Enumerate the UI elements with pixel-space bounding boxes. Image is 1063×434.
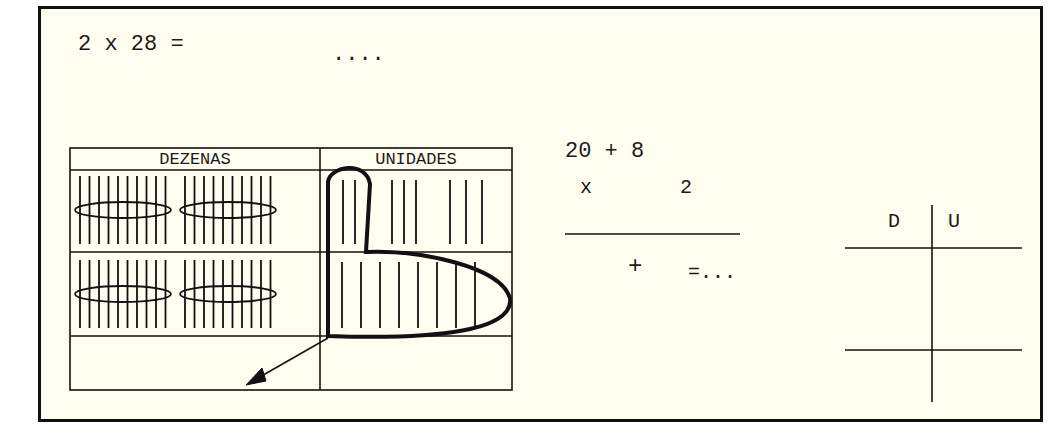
tally-mark xyxy=(127,176,129,244)
column-header: UNIDADES xyxy=(375,150,457,169)
tally-mark xyxy=(108,176,110,244)
tally-mark xyxy=(232,176,234,244)
tally-mark xyxy=(474,262,476,328)
regroup-arrow xyxy=(258,338,328,378)
tally-mark xyxy=(203,176,205,244)
tally-mark xyxy=(449,180,451,244)
tally-mark xyxy=(270,176,272,244)
tally-mark xyxy=(417,262,419,328)
ten-loop xyxy=(180,202,276,218)
equation-text: 2 x 28 = xyxy=(78,32,184,57)
tally-mark xyxy=(194,260,196,328)
tally-mark xyxy=(117,260,119,328)
tally-mark xyxy=(146,176,148,244)
tally-mark xyxy=(155,260,157,328)
tally-mark xyxy=(165,176,167,244)
label-holder: DEZENAS xyxy=(159,150,230,168)
ten-loop xyxy=(180,286,276,302)
arrow-head xyxy=(246,368,266,385)
label-holder: + xyxy=(628,255,642,279)
tally-mark xyxy=(165,260,167,328)
tally-mark xyxy=(98,260,100,328)
tally-mark xyxy=(184,176,186,244)
tally-mark xyxy=(89,176,91,244)
tally-mark xyxy=(89,260,91,328)
tally-mark xyxy=(341,262,343,328)
place-value-table xyxy=(70,148,512,390)
tally-mark xyxy=(127,260,129,328)
tally-mark xyxy=(117,176,119,244)
tally-mark xyxy=(403,180,405,244)
tally-mark xyxy=(232,260,234,328)
tally-mark xyxy=(241,176,243,244)
heart-loop xyxy=(328,168,510,337)
answer-dots: .... xyxy=(332,42,385,67)
column-letter: D xyxy=(888,210,900,233)
tally-mark xyxy=(342,180,344,244)
tally-mark xyxy=(222,176,224,244)
label-holder: x xyxy=(580,178,592,198)
label-holder: UNIDADES xyxy=(375,150,457,168)
tally-mark xyxy=(79,176,81,244)
label-holder: D xyxy=(888,212,900,232)
tally-mark xyxy=(136,260,138,328)
label-holder: U xyxy=(948,212,960,232)
column-header: DEZENAS xyxy=(159,150,230,169)
tally-mark xyxy=(398,262,400,328)
label-holder: 20 + 8 xyxy=(565,141,644,163)
addend-text: 20 + 8 xyxy=(565,139,644,164)
tally-mark xyxy=(241,260,243,328)
operator-text: + xyxy=(628,253,642,280)
tally-mark xyxy=(465,180,467,244)
tally-mark xyxy=(270,260,272,328)
tally-mark xyxy=(213,176,215,244)
column-letter: U xyxy=(948,210,960,233)
tally-mark xyxy=(415,180,417,244)
tally-mark xyxy=(260,176,262,244)
tally-mark xyxy=(379,262,381,328)
ten-loop xyxy=(75,286,171,302)
label-holder: .... xyxy=(332,44,385,66)
tally-mark xyxy=(391,180,393,244)
operator-text: x xyxy=(580,176,592,199)
result-dots: =... xyxy=(688,261,736,284)
tally-mark xyxy=(354,180,356,244)
tally-mark xyxy=(481,180,483,244)
label-holder: 2 xyxy=(680,178,692,198)
tally-mark xyxy=(251,260,253,328)
result-line xyxy=(565,233,740,235)
tally-mark xyxy=(251,176,253,244)
tally-marks xyxy=(75,176,482,328)
tally-mark xyxy=(146,260,148,328)
tally-mark xyxy=(194,176,196,244)
tally-mark xyxy=(155,176,157,244)
factor-text: 2 xyxy=(680,176,692,199)
tally-mark xyxy=(203,260,205,328)
tally-mark xyxy=(108,260,110,328)
tally-mark xyxy=(436,262,438,328)
tally-mark xyxy=(360,262,362,328)
tally-mark xyxy=(98,176,100,244)
du-chart xyxy=(845,205,1022,402)
tally-mark xyxy=(213,260,215,328)
tally-mark xyxy=(136,176,138,244)
tally-mark xyxy=(260,260,262,328)
ten-loop xyxy=(75,202,171,218)
tally-mark xyxy=(222,260,224,328)
label-holder: 2 x 28 = xyxy=(78,34,184,56)
tally-mark xyxy=(184,260,186,328)
label-holder: =... xyxy=(688,263,736,283)
tally-mark xyxy=(79,260,81,328)
tally-mark xyxy=(455,262,457,328)
